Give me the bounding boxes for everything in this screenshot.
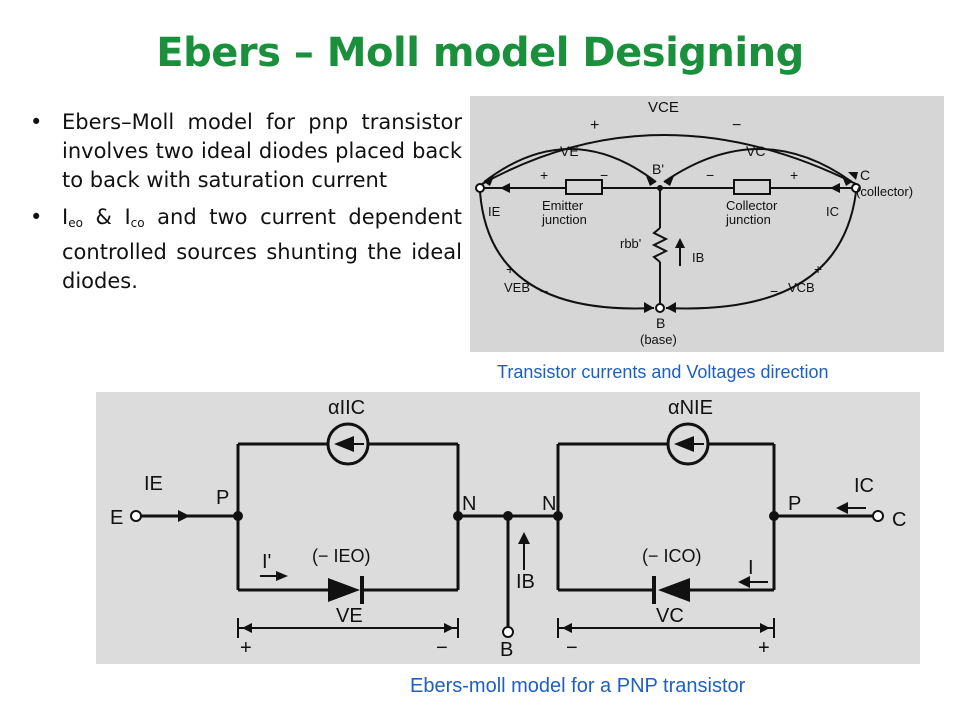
ic-label: IC [826,204,839,219]
vce-label: VCE [648,99,679,116]
vc-label: VC [746,143,765,159]
minus-sign: − [770,283,778,299]
collector-label: (collector) [856,184,913,199]
ieo-label: (− IEO) [312,546,371,566]
ic-label: IC [854,475,874,497]
minus-sign: − [600,167,608,183]
vc-label: VC [656,605,684,627]
minus-sign: − [566,637,578,659]
c-terminal-label: C [892,509,906,531]
plus-sign: + [240,637,252,659]
bullet-item: • Ebers–Moll model for pnp transistor in… [30,108,462,195]
i-label: I [748,557,754,579]
emitter-junction-label: junction [541,212,587,227]
ebers-moll-circuit-svg: αIIC αNIE IE E P N N P IC C I' (− IEO) (… [110,397,906,661]
p-label: P [788,493,801,515]
ve-label: VE [336,605,363,627]
minus-sign: − [540,283,548,299]
i-prime-label: I' [262,551,271,573]
n-label: N [542,493,556,515]
plus-sign: + [590,117,599,134]
ib-label: IB [516,571,535,593]
figure2-caption: Ebers-moll model for a PNP transistor [410,675,746,697]
figure1-caption: Transistor currents and Voltages directi… [497,362,829,382]
emitter-junction-label: Emitter [542,198,584,213]
ebers-moll-circuit: αIIC αNIE IE E P N N P IC C I' (− IEO) (… [96,392,920,664]
transistor-currents-diagram: VCE + − VE VC + − − + B' IE Emitter junc… [470,96,944,352]
ico-label: (− ICO) [642,546,702,566]
vcb-label: VCB [788,280,815,295]
bullet-text: Ebers–Moll model for pnp transistor invo… [62,110,462,192]
alpha-i-ic-label: αIIC [328,397,365,419]
n-label: N [462,493,476,515]
b-terminal-label: B [500,639,513,661]
base-label: (base) [640,332,677,347]
plus-sign: + [814,261,822,277]
plus-sign: + [540,167,548,183]
e-terminal-label: E [110,507,123,529]
collector-junction-label: junction [725,212,771,227]
transistor-currents-svg: VCE + − VE VC + − − + B' IE Emitter junc… [475,99,913,347]
plus-sign: + [506,261,514,277]
plus-sign: + [790,167,798,183]
veb-label: VEB [504,280,530,295]
minus-sign: − [436,637,448,659]
ie-label: IE [144,473,163,495]
plus-sign: + [758,637,770,659]
p-label: P [216,487,229,509]
b-label: B [656,315,665,331]
alpha-n-ie-label: αNIE [668,397,713,419]
bullet-text: Ieo & Ico and two current dependent cont… [62,205,463,293]
slide-title: Ebers – Moll model Designing [156,30,804,76]
rbb-label: rbb' [620,236,641,251]
minus-sign: − [732,117,741,134]
bullet-dot: • [30,205,43,229]
bullet-item: • Ieo & Ico and two current dependent co… [30,203,462,296]
minus-sign: − [706,167,714,183]
c-label: C [860,167,870,183]
b-prime-label: B' [652,161,664,177]
collector-junction-label: Collector [726,198,778,213]
ve-label: VE [560,143,579,159]
bullet-list: • Ebers–Moll model for pnp transistor in… [30,108,462,304]
ie-label: IE [488,204,501,219]
ib-label: IB [692,250,704,265]
bullet-dot: • [30,110,43,134]
